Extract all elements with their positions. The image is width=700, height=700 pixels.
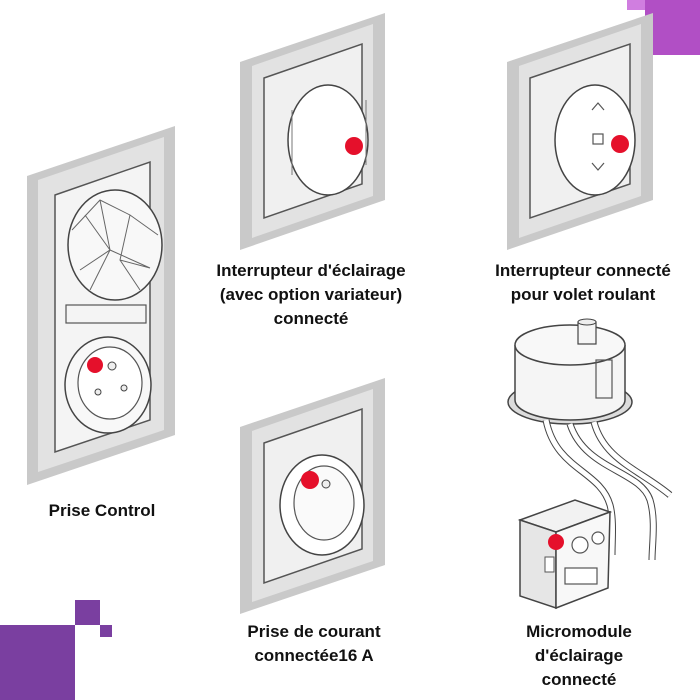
prise-courant-illustration (240, 378, 385, 614)
label-line: Micromodule (526, 622, 632, 641)
label-line: Interrupteur connecté (495, 261, 671, 280)
label-line: Prise Control (48, 501, 156, 520)
label-prise-control: Prise Control (20, 499, 184, 523)
label-interrupteur-eclairage: Interrupteur d'éclairage (avec option va… (192, 259, 430, 331)
corner-decoration-bottom-left (0, 600, 112, 700)
label-line: d'éclairage (534, 646, 624, 665)
marker-dot (345, 137, 363, 155)
label-line: pour volet roulant (510, 285, 656, 304)
label-line: Prise de courant (247, 622, 381, 641)
marker-dot (87, 357, 103, 373)
label-line: connectée16 A (254, 646, 374, 665)
prise-control-illustration (27, 126, 175, 485)
interrupteur-volet-illustration (507, 13, 653, 250)
label-micromodule: Micromodule d'éclairage connecté (484, 620, 674, 692)
marker-dot (301, 471, 319, 489)
marker-dot (548, 534, 564, 550)
label-line: connecté (273, 309, 349, 328)
label-interrupteur-volet: Interrupteur connecté pour volet roulant (470, 259, 696, 307)
label-line: connecté (541, 670, 617, 689)
corner-decoration-top-right (627, 0, 700, 55)
label-line: (avec option variateur) (219, 285, 403, 304)
interrupteur-eclairage-illustration (240, 13, 385, 250)
micromodule-illustration (507, 318, 673, 610)
marker-dot (611, 135, 629, 153)
label-line: Interrupteur d'éclairage (216, 261, 406, 280)
label-prise-courant: Prise de courant connectée16 A (206, 620, 422, 668)
